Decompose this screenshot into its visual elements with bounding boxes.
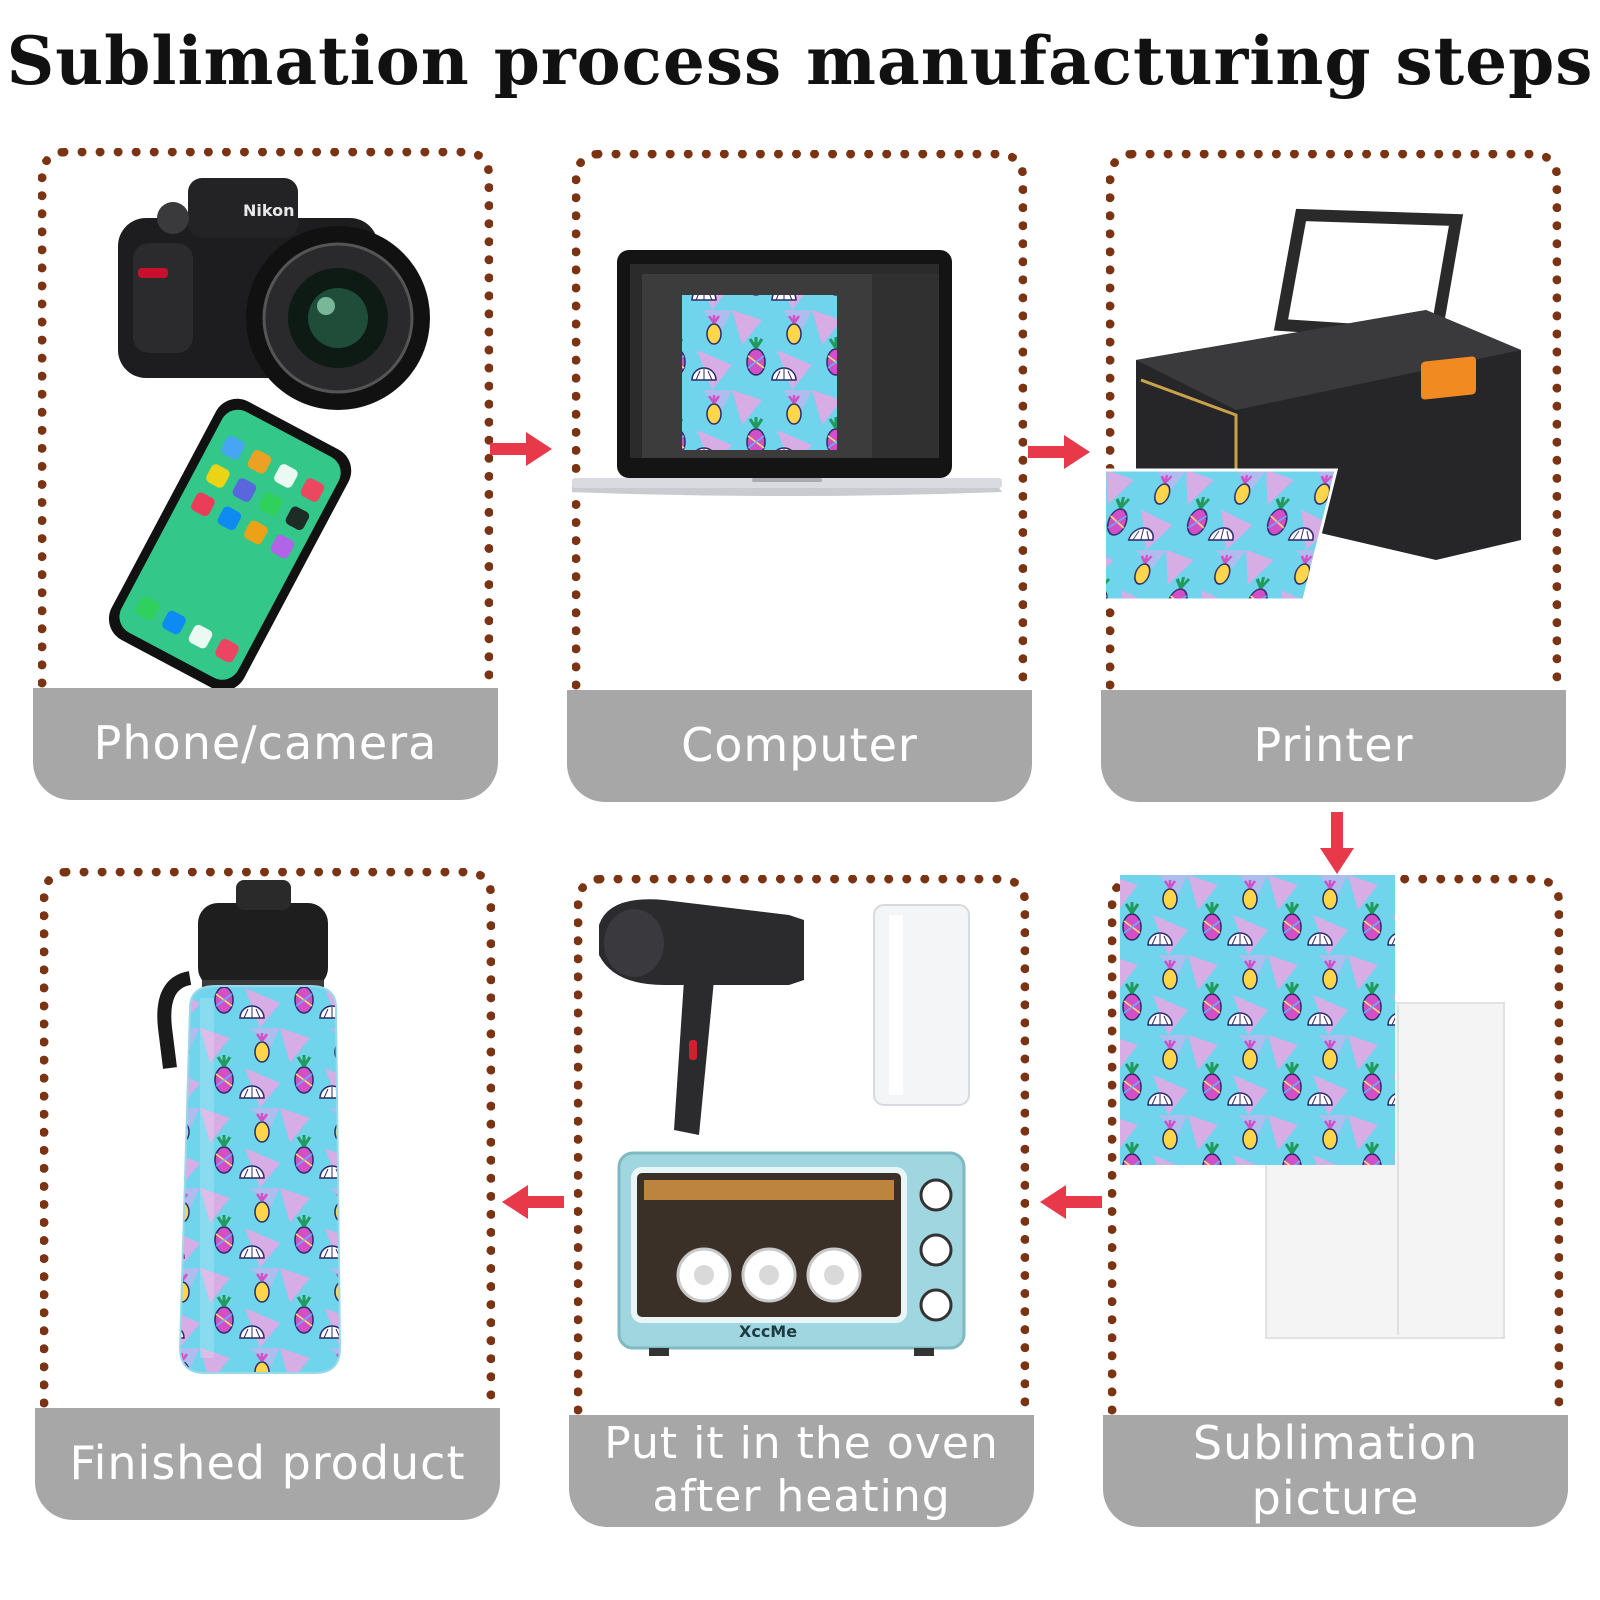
camera-phone-icon: Nikon [108,178,430,688]
water-bottle-icon [157,880,342,1374]
step-card-printer: Printer [1101,150,1566,805]
step-label: Put it in the oven after heating [569,1415,1034,1527]
camera-brand: Nikon [243,201,294,220]
dotted-frame [574,875,1029,1435]
step-card-computer: Computer [567,150,1032,805]
step-label: Computer [567,690,1032,802]
step-label: Finished product [35,1408,500,1520]
arrow-down-icon [1320,812,1354,874]
step-card-phone-camera: Nikon [33,148,498,803]
arrow-left-icon [1040,1185,1102,1219]
hair-dryer-icon [599,899,804,1135]
step-card-oven: XccMe Put it in the oven after heating [569,875,1034,1530]
dotted-frame [572,150,1027,710]
dotted-frame [1106,150,1561,710]
arrow-right-icon [490,432,552,466]
step-label: Sublimation picture [1103,1415,1568,1527]
laptop-icon [572,250,1002,496]
page-title: Sublimation process manufacturing steps [6,22,1594,100]
dotted-frame [40,868,495,1428]
dotted-frame [38,148,493,708]
step-card-finished-product: Finished product [35,868,500,1523]
printer-icon [1106,208,1521,602]
step-label: Phone/camera [33,688,498,800]
step-label: Printer [1101,690,1566,802]
arrow-right-icon [1028,435,1090,469]
arrow-left-icon [502,1185,564,1219]
step-card-sublimation-picture: Sublimation picture [1103,875,1568,1530]
oven-icon: XccMe [599,899,970,1356]
oven-brand: XccMe [739,1322,797,1341]
sublimation-paper-icon [1120,875,1505,1339]
shrink-sleeve-icon [873,904,970,1106]
